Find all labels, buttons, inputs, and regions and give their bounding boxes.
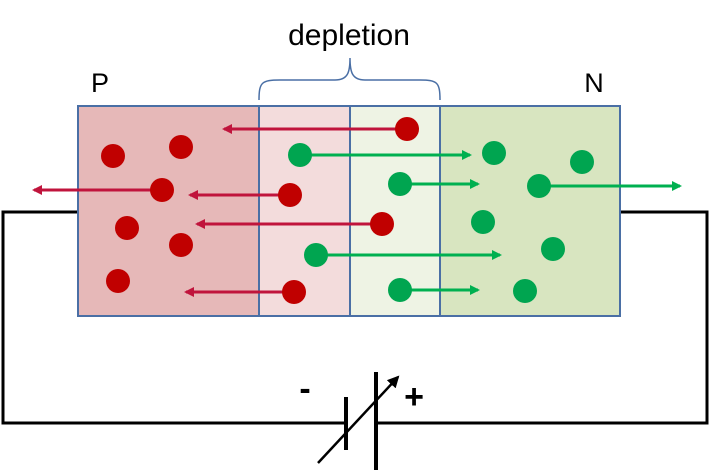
electron-dot: [513, 279, 537, 303]
plus-label: +: [404, 378, 424, 416]
depletion-label: depletion: [288, 19, 410, 52]
circuit-wire: [1, 210, 709, 425]
electrons: [288, 141, 594, 303]
hole-dot: [395, 117, 419, 141]
p-depletion-region: [258, 105, 351, 317]
electron-dot: [471, 210, 495, 234]
electron-dot: [288, 143, 312, 167]
electron-dot: [570, 150, 594, 174]
hole-dot: [115, 216, 139, 240]
hole-dot: [370, 212, 394, 236]
n-side-label: N: [584, 68, 604, 98]
hole-arrows: [32, 124, 405, 297]
p-region: [77, 105, 260, 317]
variable-dc-source-icon: [317, 372, 400, 470]
depletion-brace: [258, 57, 441, 101]
hole-dot: [278, 183, 302, 207]
electron-dot: [482, 141, 506, 165]
minus-label: -: [299, 370, 310, 408]
electron-dot: [527, 174, 551, 198]
hole-dot: [169, 233, 193, 257]
hole-dot: [282, 280, 306, 304]
p-side-label: P: [91, 68, 109, 98]
holes: [101, 117, 419, 304]
electron-dot: [388, 172, 412, 196]
hole-dot: [169, 135, 193, 159]
hole-dot: [101, 144, 125, 168]
hole-dot: [106, 269, 130, 293]
hole-dot: [150, 178, 174, 202]
electron-dot: [304, 243, 328, 267]
electron-dot: [388, 278, 412, 302]
electron-dot: [541, 237, 565, 261]
variable-arrow: [317, 375, 400, 464]
electron-arrows: [300, 150, 682, 295]
